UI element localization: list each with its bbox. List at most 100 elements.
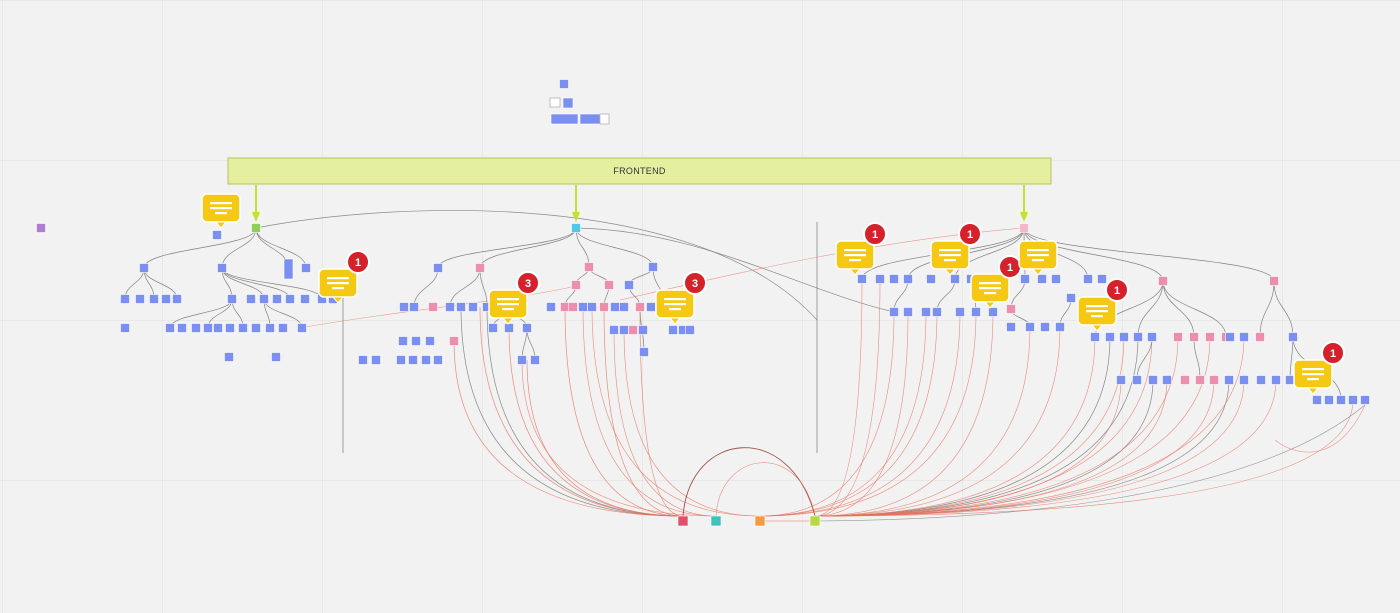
node[interactable] xyxy=(926,274,936,284)
node[interactable] xyxy=(224,352,234,362)
node[interactable] xyxy=(36,223,46,233)
node[interactable] xyxy=(1006,322,1016,332)
node[interactable] xyxy=(272,294,282,304)
node[interactable] xyxy=(1336,395,1346,405)
sink-node[interactable] xyxy=(809,515,821,527)
node[interactable] xyxy=(550,113,579,125)
node[interactable] xyxy=(571,223,581,233)
sink-node[interactable] xyxy=(677,515,689,527)
comment-count-badge[interactable] xyxy=(516,271,540,295)
node[interactable] xyxy=(1285,375,1295,385)
node[interactable] xyxy=(358,355,368,365)
sink-node[interactable] xyxy=(754,515,766,527)
node[interactable] xyxy=(371,355,381,365)
comment-count-badge[interactable] xyxy=(1105,278,1129,302)
node[interactable] xyxy=(971,307,981,317)
node[interactable] xyxy=(584,262,594,272)
node[interactable] xyxy=(1269,276,1279,286)
node[interactable] xyxy=(624,280,634,290)
node[interactable] xyxy=(599,113,610,125)
node[interactable] xyxy=(587,302,597,312)
node[interactable] xyxy=(1119,332,1129,342)
node[interactable] xyxy=(546,302,556,312)
node[interactable] xyxy=(468,302,478,312)
node[interactable] xyxy=(1162,375,1172,385)
comment-icon[interactable] xyxy=(1018,240,1058,276)
node[interactable] xyxy=(265,323,275,333)
node[interactable] xyxy=(398,336,408,346)
node[interactable] xyxy=(301,263,311,273)
node[interactable] xyxy=(1360,395,1370,405)
node[interactable] xyxy=(449,336,459,346)
comment-count-badge[interactable] xyxy=(1321,341,1345,365)
node[interactable] xyxy=(1209,375,1219,385)
node[interactable] xyxy=(889,307,899,317)
node[interactable] xyxy=(149,294,159,304)
node[interactable] xyxy=(619,325,629,335)
node[interactable] xyxy=(1006,304,1016,314)
node[interactable] xyxy=(421,355,431,365)
node[interactable] xyxy=(1105,332,1115,342)
node[interactable] xyxy=(251,223,261,233)
comment-count-badge[interactable] xyxy=(863,222,887,246)
node[interactable] xyxy=(1189,332,1199,342)
node[interactable] xyxy=(903,274,913,284)
comment-icon[interactable] xyxy=(201,193,241,229)
comment-icon[interactable]: 1 xyxy=(1077,278,1129,332)
node[interactable] xyxy=(559,79,569,89)
node[interactable] xyxy=(396,355,406,365)
node[interactable] xyxy=(475,263,485,273)
node[interactable] xyxy=(203,323,213,333)
node[interactable] xyxy=(517,355,527,365)
node[interactable] xyxy=(433,355,443,365)
node[interactable] xyxy=(1040,322,1050,332)
node[interactable] xyxy=(571,280,581,290)
node[interactable] xyxy=(638,325,648,335)
node[interactable] xyxy=(921,307,931,317)
node[interactable] xyxy=(399,302,409,312)
node[interactable] xyxy=(227,294,237,304)
node[interactable] xyxy=(172,294,182,304)
node[interactable] xyxy=(1288,332,1298,342)
node[interactable] xyxy=(120,294,130,304)
node[interactable] xyxy=(988,307,998,317)
node[interactable] xyxy=(1239,332,1249,342)
node[interactable] xyxy=(177,323,187,333)
node[interactable] xyxy=(1020,274,1030,284)
node[interactable] xyxy=(246,294,256,304)
node[interactable] xyxy=(579,113,601,125)
node[interactable] xyxy=(903,307,913,317)
node[interactable] xyxy=(433,263,443,273)
node[interactable] xyxy=(889,274,899,284)
node[interactable] xyxy=(646,302,656,312)
node[interactable] xyxy=(1025,322,1035,332)
frontend-frame[interactable]: FRONTEND xyxy=(227,157,1052,185)
node[interactable] xyxy=(1256,375,1266,385)
node[interactable] xyxy=(212,230,222,240)
node[interactable] xyxy=(271,352,281,362)
node[interactable] xyxy=(191,323,201,333)
comment-icon[interactable]: 1 xyxy=(930,222,982,276)
node[interactable] xyxy=(1348,395,1358,405)
node[interactable] xyxy=(604,280,614,290)
node[interactable] xyxy=(568,302,578,312)
comment-count-badge[interactable] xyxy=(958,222,982,246)
node[interactable] xyxy=(1066,293,1076,303)
sink-node[interactable] xyxy=(710,515,722,527)
node[interactable] xyxy=(456,302,466,312)
node[interactable] xyxy=(1132,375,1142,385)
comment-count-badge[interactable] xyxy=(683,271,707,295)
node[interactable] xyxy=(285,294,295,304)
node[interactable] xyxy=(1097,274,1107,284)
node[interactable] xyxy=(1205,332,1215,342)
node[interactable] xyxy=(619,302,629,312)
node[interactable] xyxy=(1312,395,1322,405)
node[interactable] xyxy=(1148,375,1158,385)
comment-icon[interactable]: 3 xyxy=(655,271,707,325)
node[interactable] xyxy=(1180,375,1190,385)
node[interactable] xyxy=(950,274,960,284)
node[interactable] xyxy=(857,274,867,284)
node[interactable] xyxy=(685,325,695,335)
node[interactable] xyxy=(425,336,435,346)
node[interactable] xyxy=(139,263,149,273)
